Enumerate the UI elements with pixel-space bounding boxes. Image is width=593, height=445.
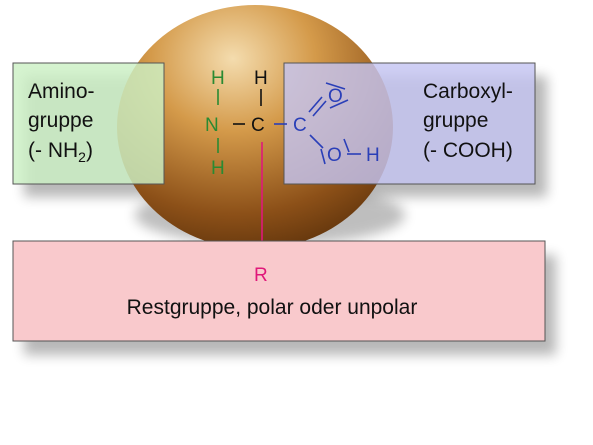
o-lone-pair-upper-b [329, 99, 349, 109]
amino-group-box [12, 62, 165, 185]
carboxyl-o-hydroxyl: O [327, 145, 342, 166]
carboxyl-c: C [293, 115, 307, 136]
carboxyl-formula: (- COOH) [423, 139, 513, 162]
carboxyl-h: H [366, 145, 380, 166]
amino-label-line2: gruppe [28, 109, 93, 132]
amino-h-bottom: H [211, 158, 225, 179]
rest-r: R [254, 265, 268, 286]
carboxyl-group-box [283, 62, 536, 185]
o-lone-pair-lower-a [320, 148, 326, 165]
center-c: C [251, 115, 265, 136]
c-o-single-bond [309, 134, 324, 149]
amino-formula-subscript: 2 [78, 149, 86, 165]
carboxyl-label-line2: gruppe [423, 109, 488, 132]
rest-group-box [12, 240, 546, 342]
carboxyl-o-double: O [328, 86, 343, 107]
carboxyl-label-line1: Carboxyl- [423, 80, 513, 103]
amino-label-line1: Amino- [28, 80, 95, 103]
rest-label: Restgruppe, polar oder unpolar [127, 296, 418, 319]
amino-formula: (- NH2) [28, 139, 93, 165]
amino-formula-suffix: ) [86, 139, 93, 162]
o-lone-pair-lower-b [343, 138, 350, 153]
amino-group-structure: H N H [205, 68, 225, 179]
alpha-carbon-structure: H C [233, 68, 268, 136]
amino-formula-prefix: (- NH [28, 139, 78, 162]
amino-n: N [205, 115, 219, 136]
carboxyl-group-structure: C O O H [274, 82, 380, 166]
center-h: H [254, 68, 268, 89]
amino-h-top: H [211, 68, 225, 89]
o-lone-pair-upper-a [325, 82, 346, 90]
c-o-double-bond-a [308, 96, 323, 113]
c-o-double-bond-b [312, 100, 327, 117]
